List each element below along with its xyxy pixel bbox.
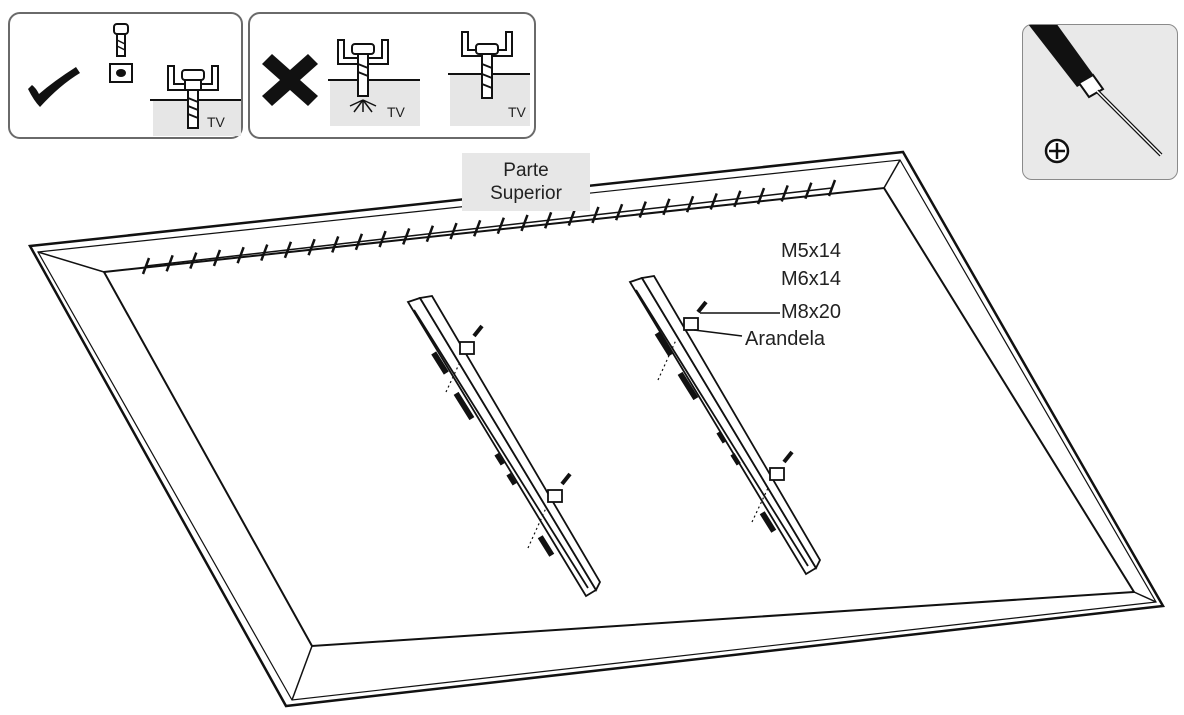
- screw-too-short-icon: [461, 31, 513, 99]
- right-bracket-screw-bottom: [769, 450, 794, 481]
- tv-tag: TV: [207, 114, 225, 130]
- vent-slot: [662, 198, 671, 216]
- vent-slot: [260, 244, 269, 261]
- screw-size-m6x14: M6x14: [781, 268, 842, 290]
- vent-slot: [402, 227, 411, 245]
- vent-slot: [520, 214, 529, 232]
- correct-installation-illustration: [28, 23, 241, 136]
- phillips-head-symbol-icon: [1044, 138, 1070, 164]
- correct-installation-panel: TV: [8, 12, 243, 139]
- vent-slot: [496, 217, 505, 235]
- tool-panel: [1022, 24, 1178, 180]
- vent-slot: [354, 233, 364, 251]
- washer-icon: [109, 63, 133, 83]
- vent-slot: [638, 201, 647, 218]
- vent-slot: [331, 236, 340, 253]
- top-side-label-line2: Superior: [490, 183, 562, 204]
- right-mounting-bracket: [628, 275, 822, 576]
- vent-slot: [567, 209, 576, 227]
- phillips-screwdriver-illustration: [1028, 25, 1163, 164]
- screw-icon: [113, 23, 129, 57]
- incorrect-installation-illustration: [262, 31, 530, 126]
- bracket-screw-seated-icon: [167, 65, 219, 129]
- vent-slot: [591, 206, 600, 224]
- check-mark-icon: [28, 67, 80, 107]
- screw-size-m8x20: M8x20: [781, 301, 842, 323]
- incorrect-installation-panel: TV TV: [248, 12, 536, 139]
- left-bracket-screw-bottom: [547, 472, 572, 503]
- left-bracket-screw-top: [459, 324, 484, 355]
- screw-size-m5x14: M5x14: [781, 240, 842, 262]
- vent-slot: [685, 195, 695, 213]
- vent-slot: [165, 254, 174, 272]
- top-side-label: Parte Superior: [462, 153, 590, 211]
- top-side-label-line1: Parte: [503, 160, 549, 181]
- screw-too-long-icon: [337, 39, 389, 97]
- vent-slot: [141, 257, 151, 275]
- phillips-screwdriver-icon: [1028, 25, 1163, 157]
- vent-slot: [827, 179, 837, 197]
- vent-slot: [804, 182, 813, 200]
- vent-slots: [141, 179, 837, 275]
- vent-slot: [236, 246, 245, 264]
- vent-slot: [709, 193, 718, 210]
- washer-label: Arandela: [745, 328, 826, 350]
- tv-tag-damage: TV: [387, 104, 405, 120]
- x-mark-icon: [262, 54, 318, 106]
- tv-tag-gap: TV: [508, 104, 526, 120]
- vent-slot: [733, 190, 742, 208]
- vent-slot: [473, 219, 482, 237]
- vent-slot: [212, 249, 222, 267]
- vent-slot: [189, 252, 198, 270]
- vent-slot: [780, 184, 789, 202]
- washer-leader-line: [693, 329, 743, 337]
- vent-baseline: [145, 187, 833, 267]
- vent-slot: [449, 222, 458, 240]
- damage-spark-icon: [349, 99, 377, 113]
- vent-slot: [283, 241, 293, 259]
- vent-slot: [378, 230, 387, 248]
- vent-slot: [756, 187, 766, 205]
- right-bracket-screw-top: [683, 300, 708, 331]
- vent-slot: [614, 203, 624, 221]
- vent-slot: [307, 238, 316, 256]
- vent-slot: [425, 225, 435, 243]
- vent-slot: [543, 211, 553, 229]
